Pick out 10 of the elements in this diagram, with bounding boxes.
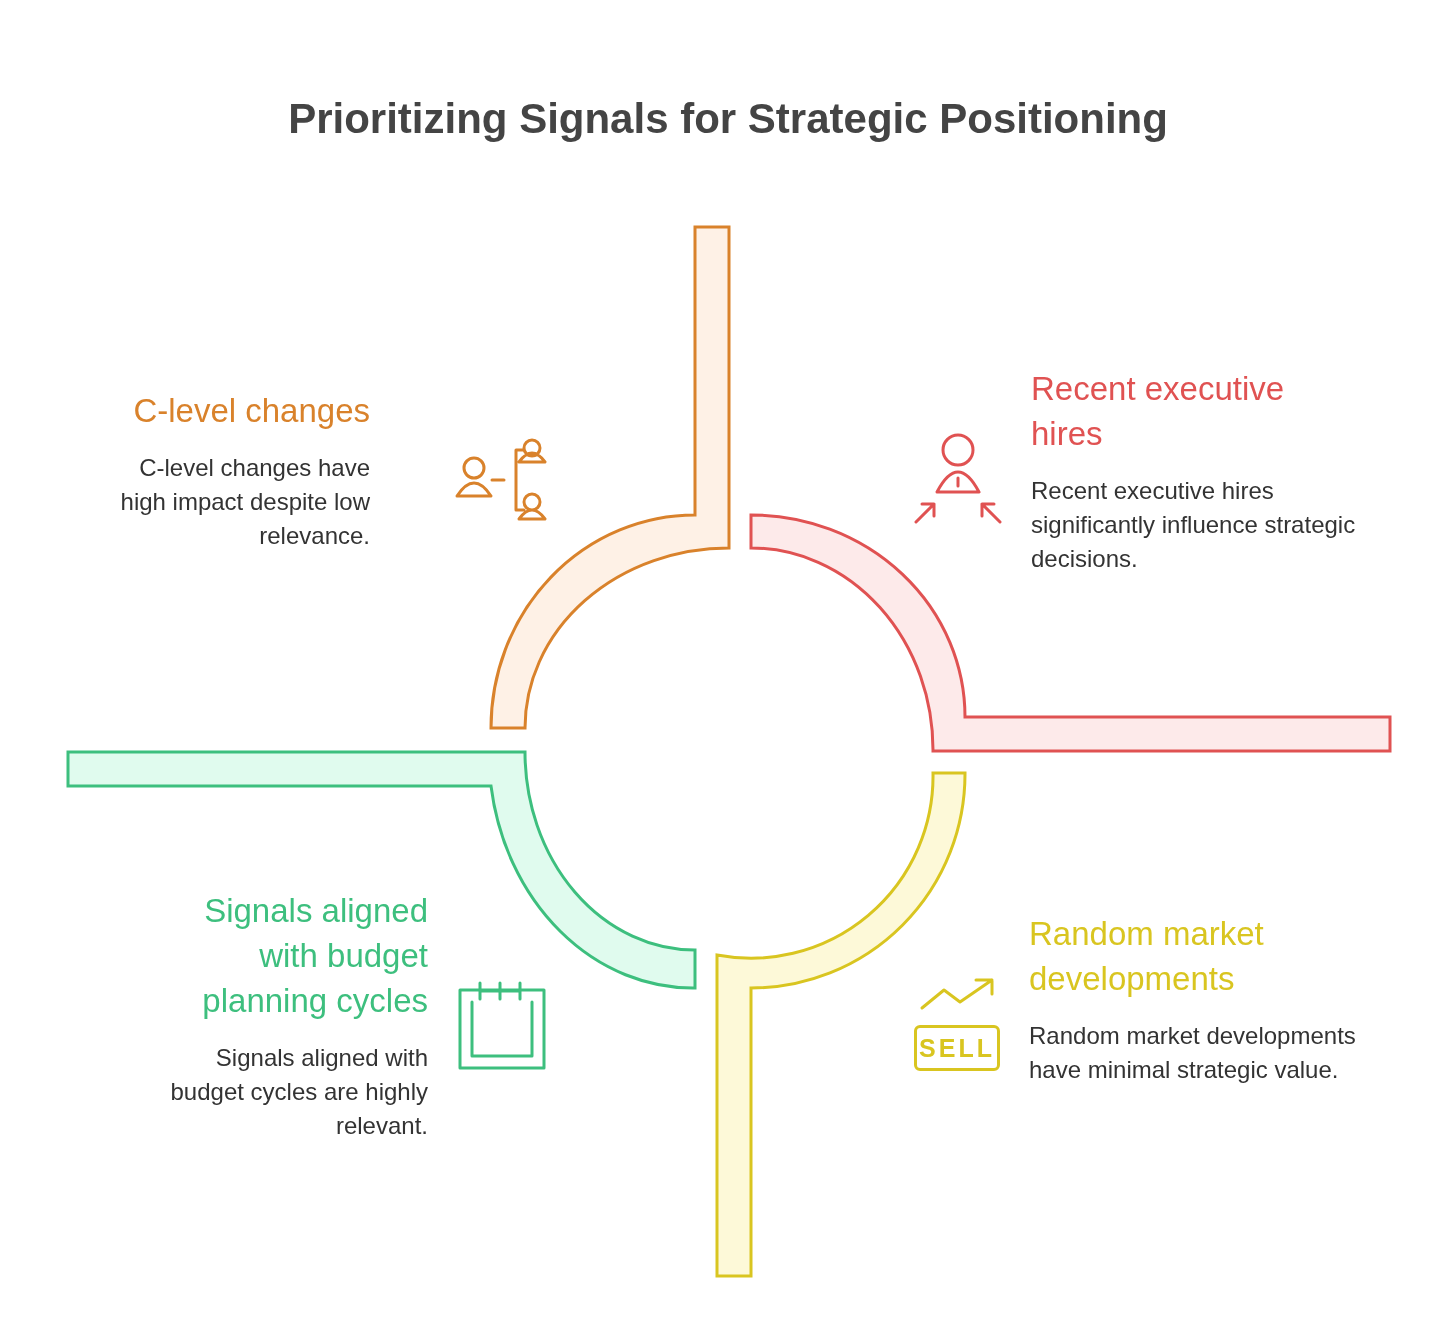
title: Prioritizing Signals for Strategic Positioning: [288, 95, 1168, 143]
description: Random market developments have minimal strategic value.: [1029, 1021, 1357, 1085]
heading: Random market developments: [1029, 914, 1265, 999]
heading: Recent executive hires: [1031, 369, 1286, 454]
description: Signals aligned with budget cycles are highly relevant.: [169, 1043, 428, 1141]
heading: Signals aligned with budget planning cycles: [201, 891, 428, 1021]
heading: C-level changes: [132, 391, 370, 431]
description: C-level changes have high impact despite low relevance.: [119, 453, 370, 551]
description: Recent executive hires significantly influence strategic decisions.: [1031, 476, 1357, 574]
sign-icon: SELL: [914, 1025, 1000, 1071]
